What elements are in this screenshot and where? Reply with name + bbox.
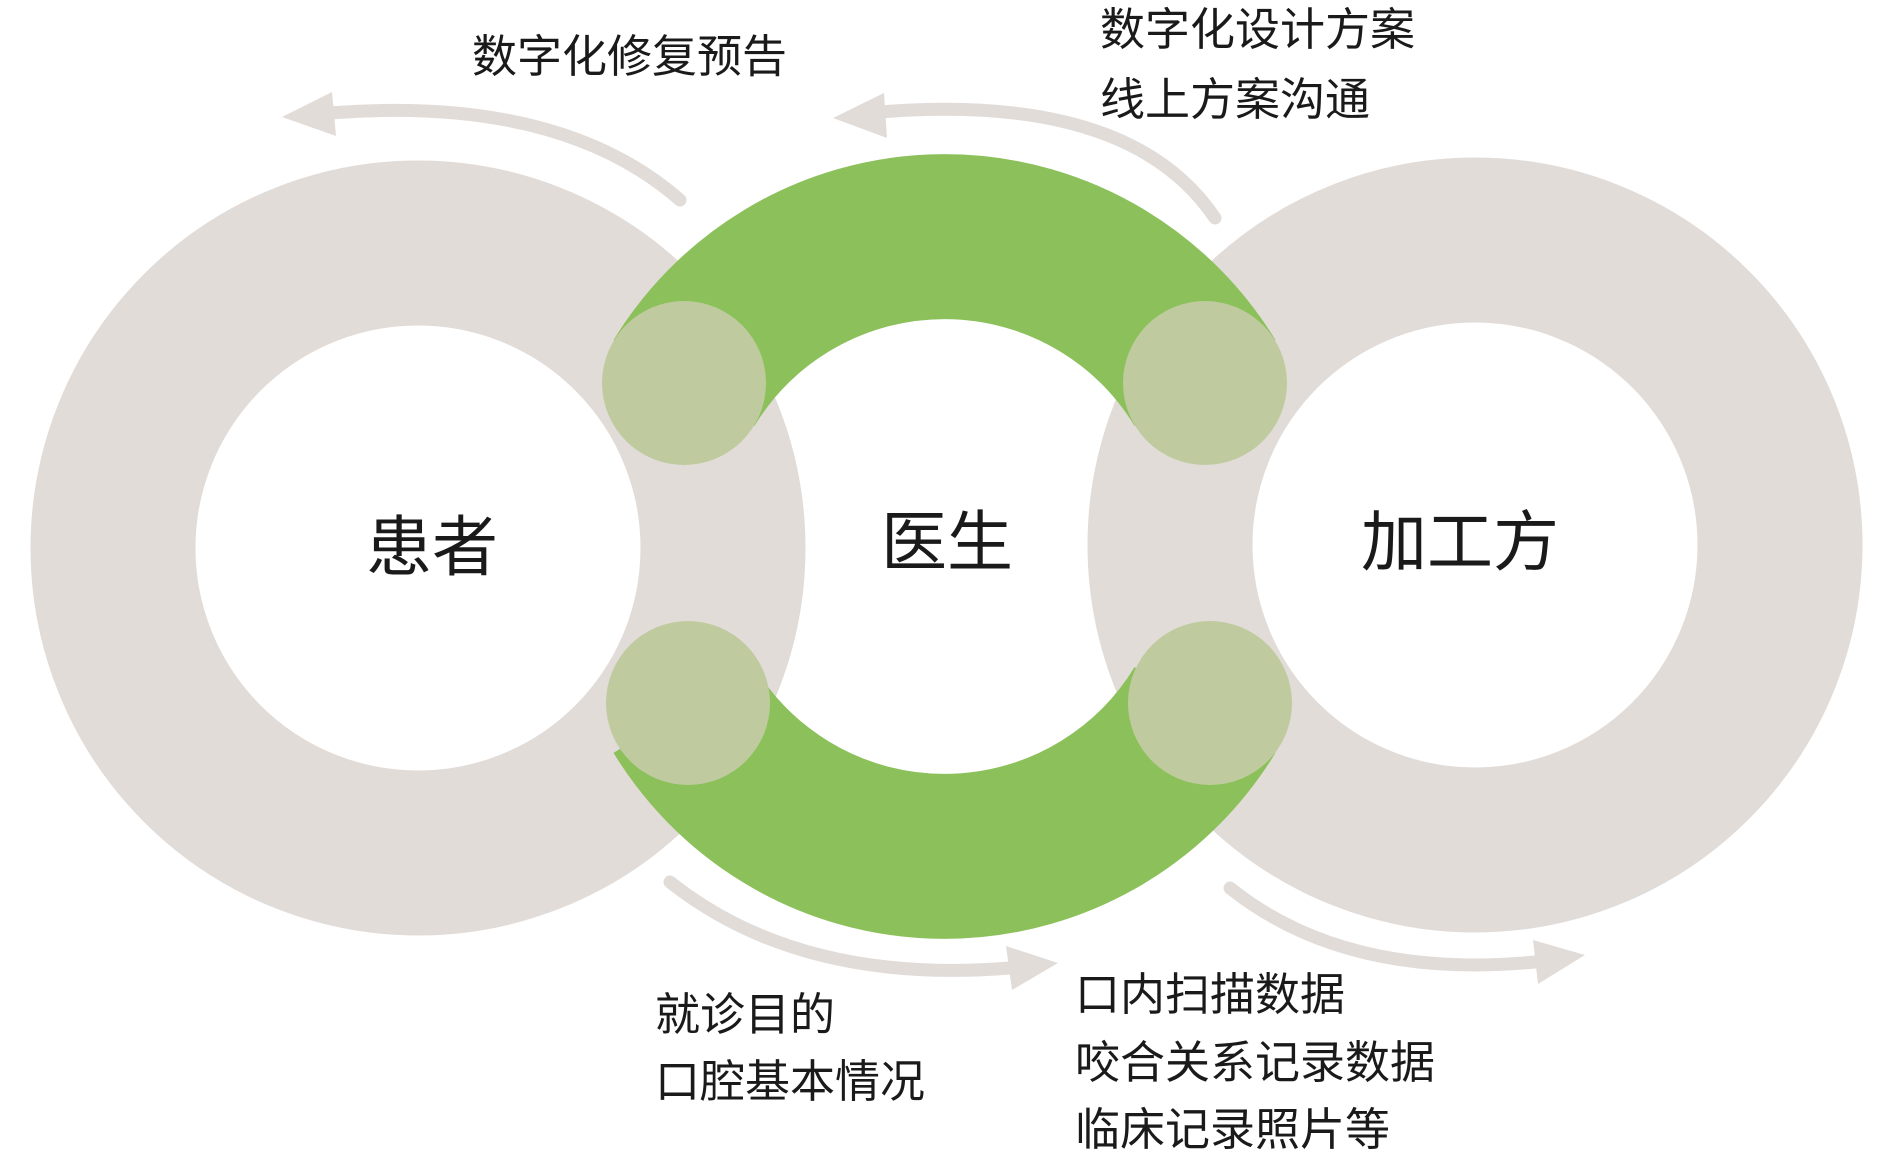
note-oral-basic-condition: 口腔基本情况 <box>655 1055 925 1108</box>
note-occlusion-record-data: 咬合关系记录数据 <box>1075 1036 1435 1089</box>
overlap-top-right <box>1123 301 1287 465</box>
arrow-doctor-to-patient <box>282 92 687 207</box>
arrow-patient-to-doctor <box>663 875 1058 990</box>
doctor-label: 医生 <box>881 504 1013 581</box>
overlap-top-left <box>602 301 766 465</box>
note-clinical-photos: 临床记录照片等 <box>1075 1103 1390 1156</box>
lab-ring <box>1087 157 1863 933</box>
doctor-top-arc <box>613 154 1276 428</box>
arrow-doctor-to-lab <box>1223 881 1585 984</box>
note-intraoral-scan-data: 口内扫描数据 <box>1075 968 1345 1021</box>
arrow-lab-to-doctor <box>833 93 1222 225</box>
note-online-plan-communication: 线上方案沟通 <box>1100 73 1370 126</box>
overlap-bottom-left <box>606 621 770 785</box>
note-digital-restoration-preview: 数字化修复预告 <box>472 30 787 83</box>
lab-label: 加工方 <box>1361 504 1559 581</box>
overlap-bottom-right <box>1128 621 1292 785</box>
doctor-bottom-arc <box>613 665 1276 939</box>
patient-ring <box>30 160 806 936</box>
patient-label: 患者 <box>366 509 498 586</box>
note-visit-purpose: 就诊目的 <box>655 988 835 1041</box>
note-digital-design-plan: 数字化设计方案 <box>1100 3 1415 56</box>
